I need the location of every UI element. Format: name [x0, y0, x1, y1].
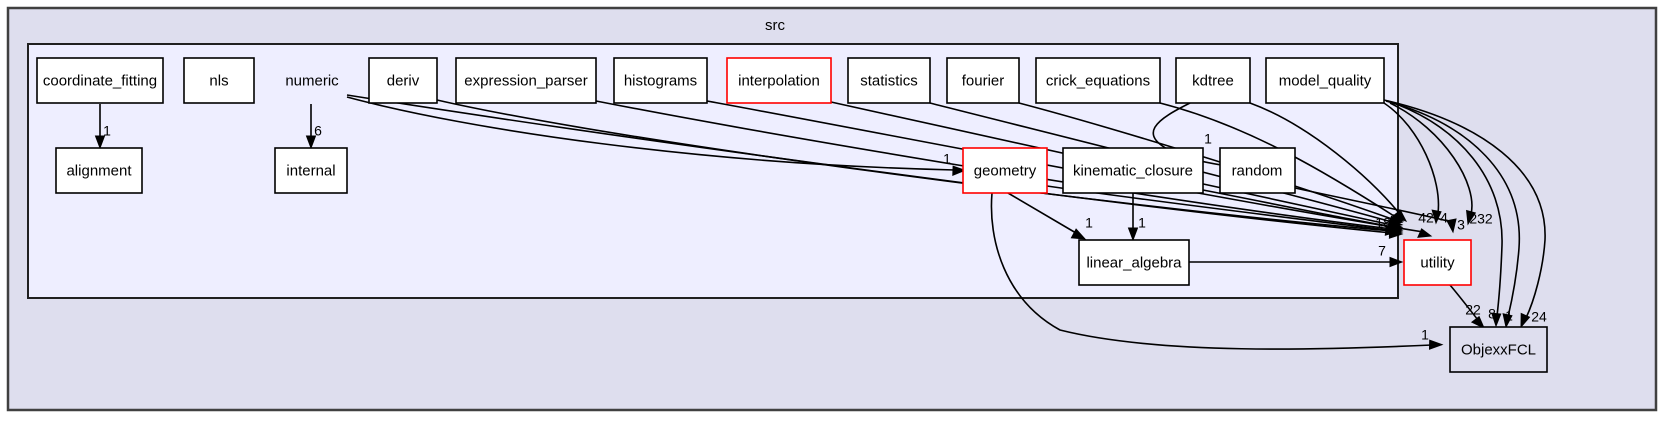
node-label: geometry — [974, 162, 1037, 179]
node-label: crick_equations — [1046, 72, 1150, 89]
node-random[interactable]: random — [1219, 147, 1296, 194]
node-label: ObjexxFCL — [1461, 341, 1536, 358]
node-geometry[interactable]: geometry — [962, 147, 1048, 194]
edge-label: 1 — [1204, 131, 1212, 147]
edge-model_quality-ObjexxFCL: 24 — [1383, 99, 1547, 329]
edge-label: 1 — [1138, 215, 1146, 231]
edge-label: 42 — [1418, 210, 1434, 226]
node-label: model_quality — [1279, 72, 1372, 89]
node-numeric[interactable]: numeric — [277, 58, 347, 103]
node-deriv[interactable]: deriv — [368, 57, 438, 104]
node-histograms[interactable]: histograms — [613, 57, 708, 104]
node-utility[interactable]: utility — [1403, 239, 1472, 286]
edge-kdtree-utility — [1249, 102, 1408, 222]
edge-label: 1 — [943, 151, 951, 167]
node-label: kinematic_closure — [1073, 162, 1193, 179]
node-ObjexxFCL[interactable]: ObjexxFCL — [1449, 326, 1548, 373]
node-fourier[interactable]: fourier — [946, 57, 1020, 104]
edge-label: 7 — [1378, 243, 1386, 259]
edge-model_quality-utility: 42 — [1383, 102, 1442, 226]
node-model_quality[interactable]: model_quality — [1265, 57, 1385, 104]
node-internal[interactable]: internal — [274, 147, 348, 194]
node-expression_parser[interactable]: expression_parser — [455, 57, 597, 104]
edge-linear_algebra-utility: 7 — [1189, 243, 1404, 268]
edge-label: 1 — [1421, 327, 1429, 343]
edge-label: 232 — [1469, 211, 1493, 227]
edge-other1-utility: 3 — [1389, 102, 1477, 233]
node-label: histograms — [624, 72, 697, 89]
node-label: interpolation — [738, 72, 820, 89]
node-label: kdtree — [1192, 72, 1234, 89]
edge-kinematic_closure-utility: 4 — [1202, 189, 1448, 238]
edge-numeric-geometry: 1 — [346, 96, 967, 176]
node-coordinate_fitting[interactable]: coordinate_fitting — [36, 57, 164, 104]
node-layer: coordinate_fitting nls numeric deriv exp… — [36, 57, 1548, 373]
node-crick_equations[interactable]: crick_equations — [1035, 57, 1161, 104]
edge-label: 22 — [1465, 302, 1481, 318]
edge-label: 3 — [1457, 217, 1465, 233]
edge-label: 8 — [1488, 306, 1496, 322]
edge-coordinate_fitting-alignment: 1 — [94, 104, 111, 150]
cluster-title-src: src — [765, 17, 785, 34]
node-nls[interactable]: nls — [183, 57, 255, 104]
edge-utility-ObjexxFCL: 22 — [1449, 284, 1485, 330]
node-label: statistics — [860, 72, 918, 89]
node-label: coordinate_fitting — [43, 72, 157, 89]
edge-kinematic_closure-linear_algebra: 1 — [1127, 193, 1146, 242]
node-label: numeric — [285, 72, 339, 89]
node-label: linear_algebra — [1086, 254, 1182, 271]
edge-random-utility: 232 — [1294, 187, 1493, 234]
edge-label: 1 — [103, 123, 111, 139]
edge-label: 4 — [1440, 210, 1448, 226]
node-kinematic_closure[interactable]: kinematic_closure — [1062, 147, 1204, 194]
node-label: deriv — [387, 72, 420, 89]
edge-label: 24 — [1531, 309, 1547, 325]
edge-geometry-ObjexxFCL: 1 — [990, 192, 1444, 350]
node-label: fourier — [962, 72, 1005, 89]
edge-other2-ObjexxFCL: 8 — [1387, 100, 1503, 328]
edge-layer: 1 6 1 — [94, 94, 1547, 350]
node-linear_algebra[interactable]: linear_algebra — [1078, 239, 1190, 286]
edge-label: 1 — [1505, 308, 1513, 324]
edge-other3-ObjexxFCL: 1 — [1385, 100, 1521, 329]
node-statistics[interactable]: statistics — [847, 57, 931, 104]
edge-label: 6 — [314, 123, 322, 139]
node-alignment[interactable]: alignment — [55, 147, 143, 194]
node-label: utility — [1420, 254, 1455, 271]
node-label: expression_parser — [464, 72, 587, 89]
node-kdtree[interactable]: kdtree — [1175, 57, 1251, 104]
edge-label: 18 — [1375, 215, 1391, 231]
node-label: internal — [286, 162, 335, 179]
node-label: nls — [209, 72, 228, 89]
edge-numeric-internal: 6 — [305, 104, 322, 150]
edge-geometry-linear_algebra: 1 — [1007, 192, 1093, 240]
edge-label: 1 — [1085, 215, 1093, 231]
node-interpolation[interactable]: interpolation — [726, 57, 832, 104]
node-label: random — [1232, 162, 1283, 179]
node-label: alignment — [66, 162, 132, 179]
